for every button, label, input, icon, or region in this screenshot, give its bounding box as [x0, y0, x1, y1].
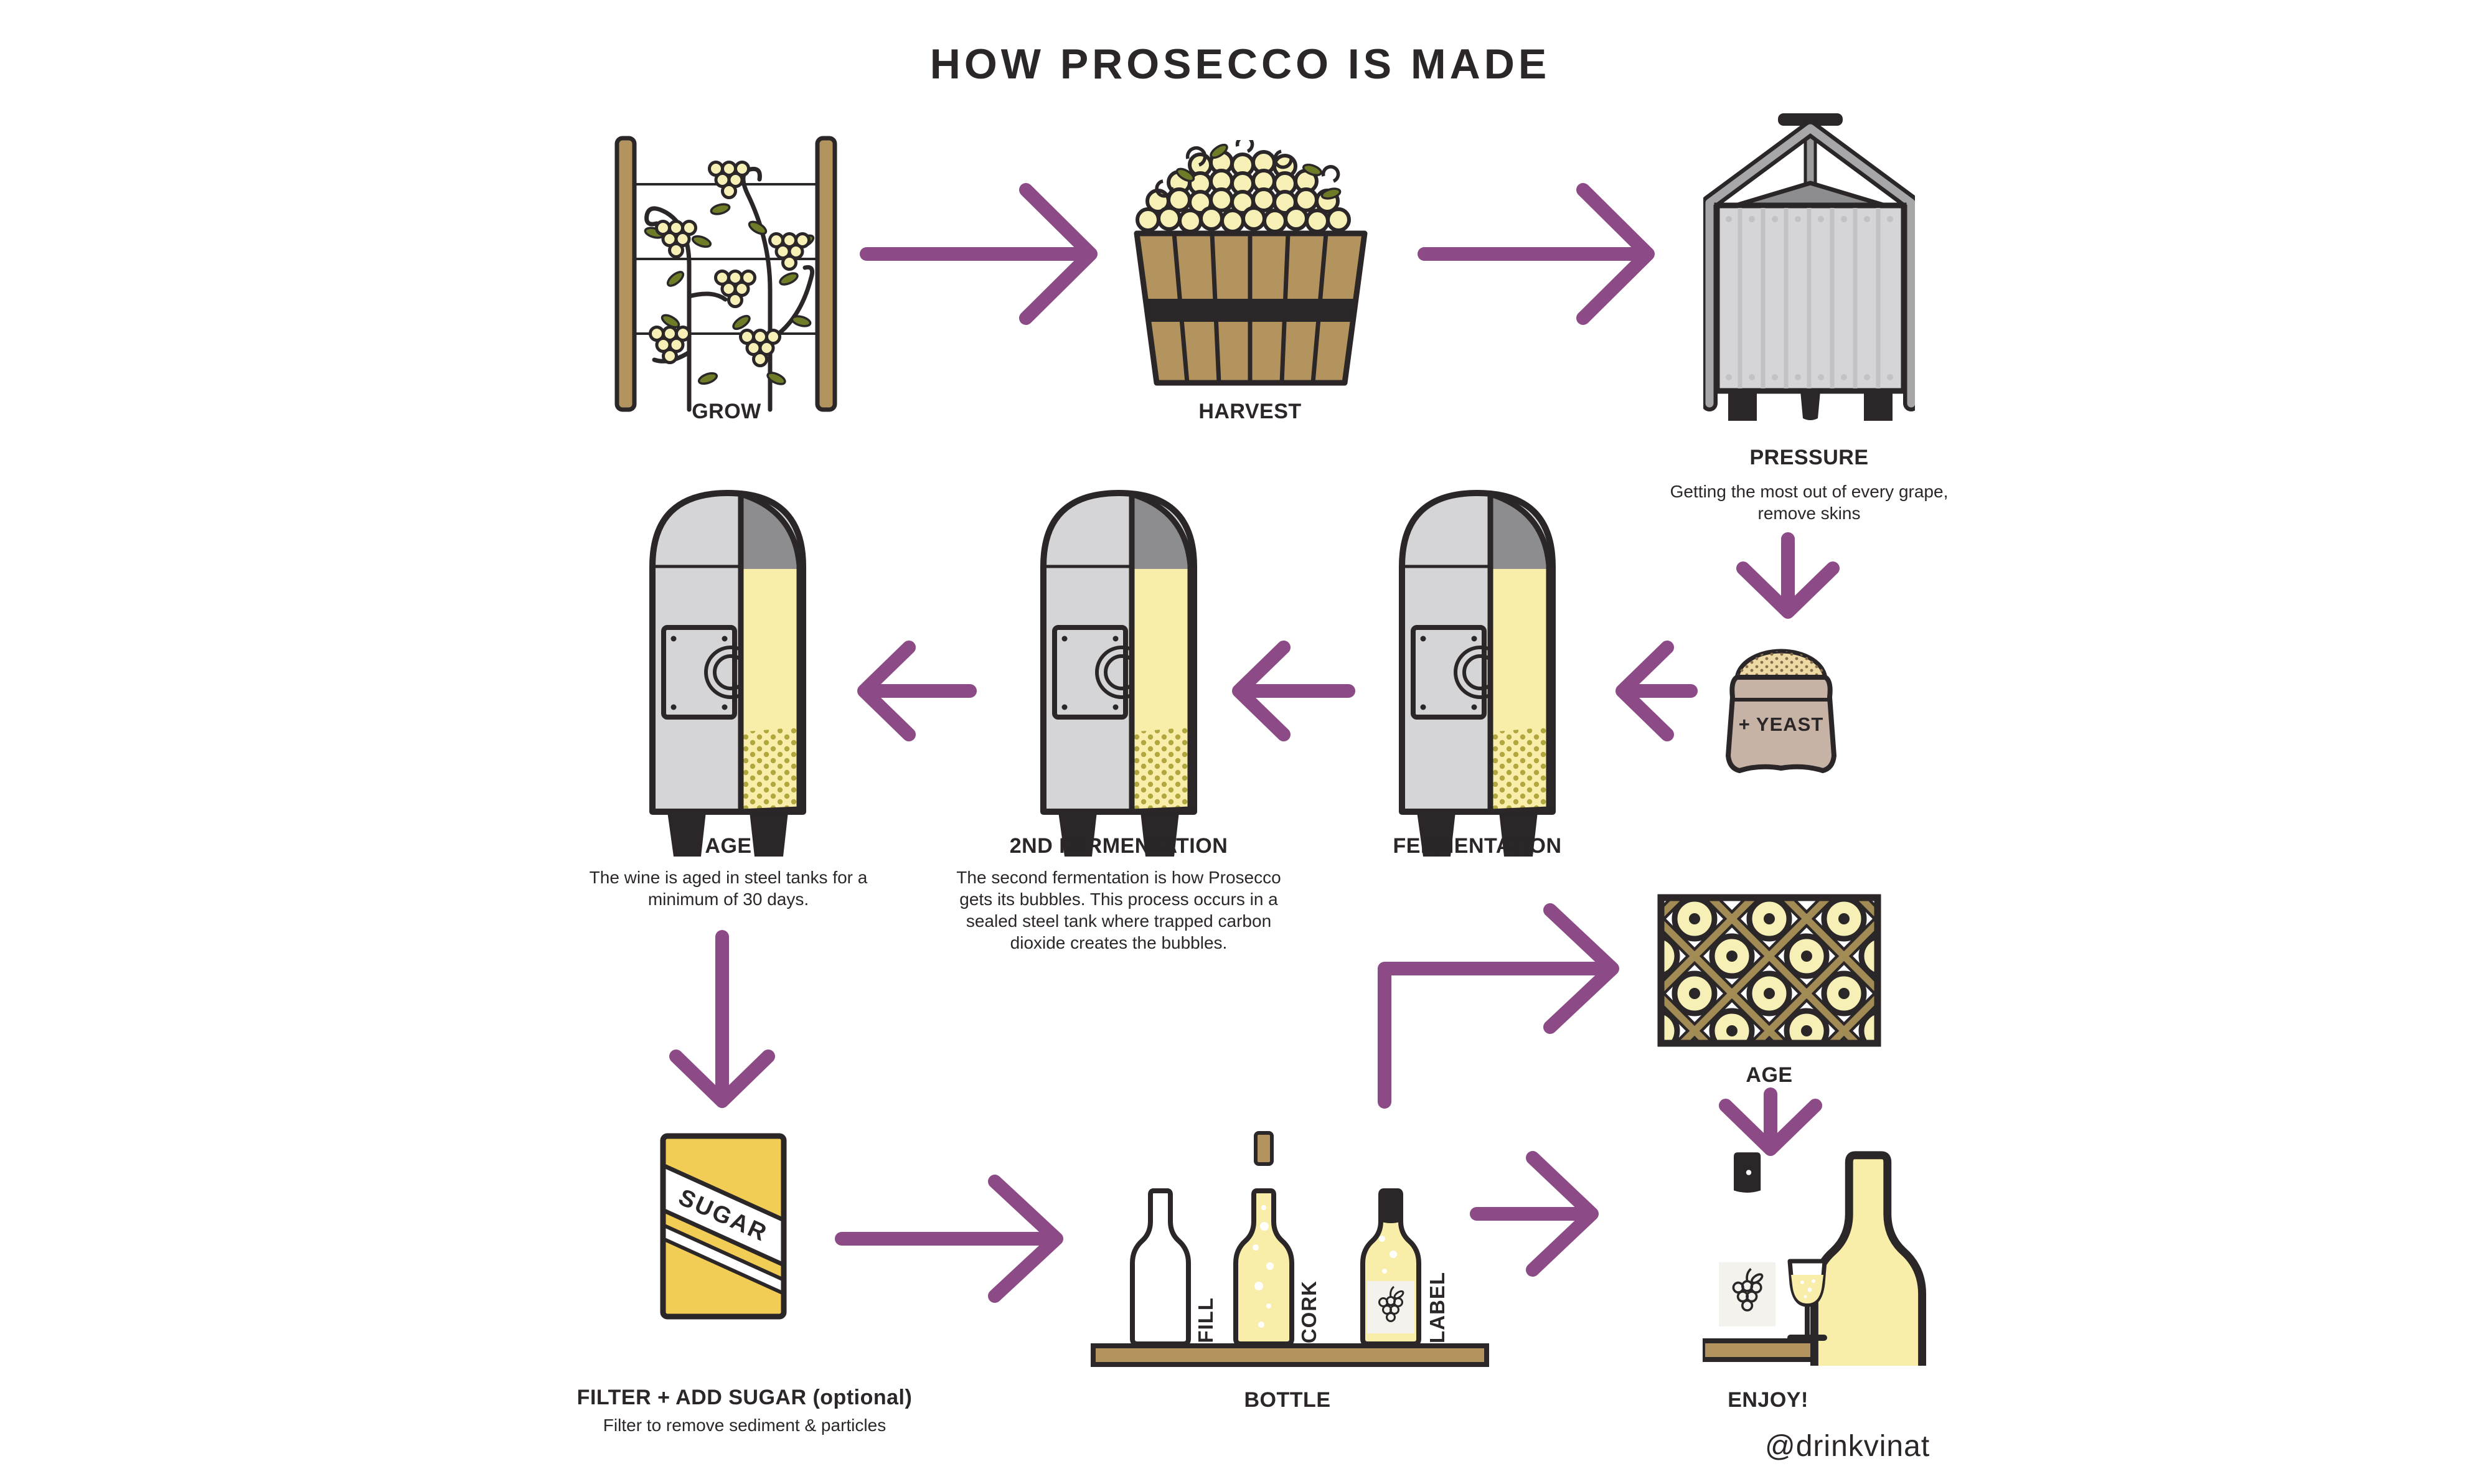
bottling-illustration: [1091, 1131, 1489, 1367]
fermentation-label: FERMENTATION: [1393, 834, 1562, 858]
trellis-post-right: [815, 136, 837, 412]
arrow-bottle-to-enjoy: [1470, 1151, 1599, 1277]
rack-lattice: [1661, 898, 1878, 1043]
arrow-harvest-to-pressure: [1418, 183, 1655, 325]
arrow-age-to-filter: [669, 930, 775, 1108]
press-handle: [1778, 113, 1843, 126]
pressure-caption: Getting the most out of every grape, rem…: [1670, 482, 1949, 523]
age-rack-label: AGE: [1746, 1063, 1793, 1087]
second-fermentation-label: 2ND FERMENTATION: [1009, 834, 1228, 858]
trellis-post-left: [614, 136, 637, 412]
arrow-agerack-to-enjoy: [1719, 1087, 1822, 1156]
enjoy-label: ENJOY!: [1728, 1388, 1808, 1412]
bubbles-enjoy-bottle: [1739, 1170, 1759, 1252]
age-rack-illustration: [1657, 894, 1881, 1047]
press-rivets: [1726, 216, 1893, 380]
basket-band: [1145, 299, 1356, 322]
arrow-filter-to-bottle: [835, 1175, 1063, 1303]
sugar-band: [663, 1162, 784, 1269]
arrow-second-to-age: [857, 641, 977, 741]
harvest-basket-illustration: [1134, 140, 1368, 386]
sugar-bag-illustration: SUGAR: [660, 1133, 787, 1320]
age-tank-label: AGE: [705, 834, 752, 858]
enjoy-label-grape-icon: [1732, 1268, 1764, 1312]
bottle-label: BOTTLE: [1244, 1388, 1331, 1412]
arrow-pressure-to-yeast: [1736, 532, 1840, 619]
bubbles-filled-bottle: [1253, 1205, 1274, 1328]
press-spout: [1800, 391, 1820, 420]
pressure-label: PRESSURE: [1749, 446, 1869, 469]
grape-pile: [1136, 150, 1351, 233]
rack-border: [1657, 894, 1881, 1047]
press-frame: [1703, 120, 1915, 411]
press-slats: [1738, 208, 1881, 388]
grow-vine-illustration: [614, 136, 837, 412]
pressure-press-illustration: [1703, 113, 1915, 421]
yeast-bag-illustration: [1726, 649, 1836, 773]
filter-label: FILTER + ADD SUGAR (optional): [576, 1386, 913, 1409]
sugar-stripe: [663, 1222, 784, 1297]
arrow-grow-to-harvest: [860, 183, 1098, 325]
age-tank-caption: The wine is aged in steel tanks for a mi…: [589, 868, 868, 909]
credit-handle: @drinkvinat: [1765, 1430, 1931, 1463]
press-foot-right: [1864, 391, 1893, 421]
harvest-label: HARVEST: [1198, 400, 1302, 423]
cork: [1254, 1131, 1274, 1166]
page-title: HOW PROSECCO IS MADE: [929, 40, 1551, 88]
label-grape-icon: [1378, 1285, 1404, 1322]
yeast-bag-text: + YEAST: [1738, 713, 1824, 735]
arrow-yeast-to-fermentation: [1615, 641, 1698, 741]
filter-caption: Filter to remove sediment & particles: [603, 1416, 886, 1435]
second-fermentation-caption: The second fermentation is how Prosecco …: [956, 868, 1281, 952]
wine-glass: [1787, 1259, 1827, 1341]
rack-bottle-ends: [1661, 898, 1878, 1043]
arrow-fermentation-to-second: [1232, 641, 1355, 741]
grow-label: GROW: [692, 400, 761, 423]
bubbles-labeled-bottle: [1379, 1236, 1397, 1274]
enjoy-illustration: [1703, 1152, 1964, 1366]
bottle-capsule: [1380, 1191, 1402, 1223]
arrow-bottle-to-agerack: [1378, 903, 1619, 1109]
enjoy-bottle: [1719, 1152, 1922, 1366]
vine-tendrils: [1155, 140, 1340, 198]
press-foot-left: [1728, 391, 1757, 421]
